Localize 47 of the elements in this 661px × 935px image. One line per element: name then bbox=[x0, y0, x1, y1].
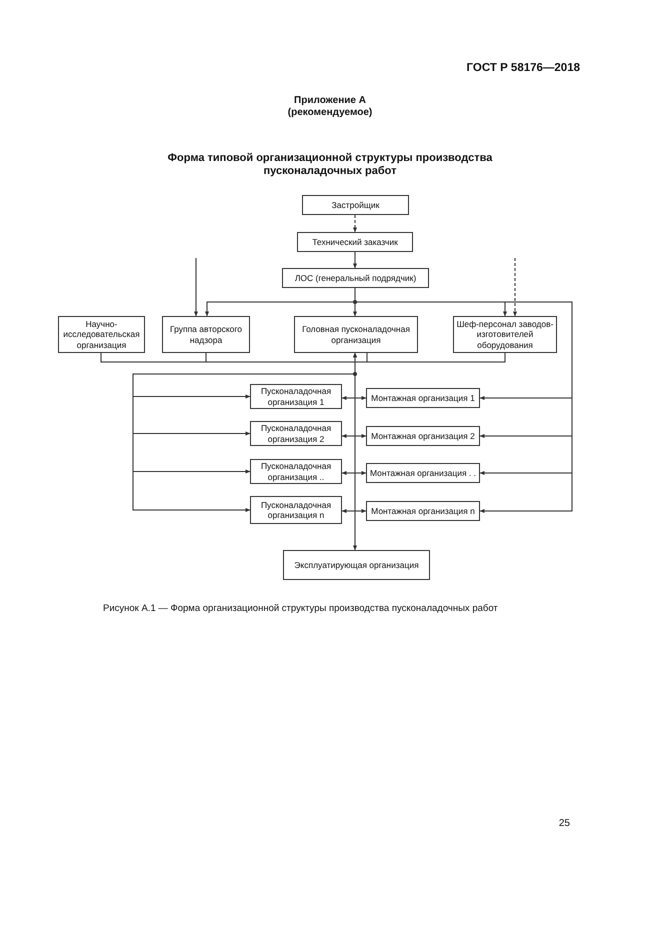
org-box bbox=[250, 459, 342, 484]
org-box bbox=[297, 232, 413, 252]
org-box bbox=[250, 421, 342, 446]
org-box bbox=[366, 463, 480, 483]
org-box bbox=[366, 388, 480, 408]
connector-arrow bbox=[353, 252, 357, 268]
org-box bbox=[282, 268, 429, 288]
box-text: Пусконаладочная организация n bbox=[260, 500, 332, 520]
org-box bbox=[302, 195, 409, 215]
connector-arrow bbox=[342, 509, 366, 513]
connector-arrow bbox=[513, 258, 517, 316]
appendix-heading: Приложение А bbox=[293, 95, 367, 106]
org-box bbox=[294, 316, 418, 353]
page-number: 25 bbox=[558, 818, 570, 829]
figure-caption: Рисунок А.1 — Форма организационной структуры производства пусконаладочных работ bbox=[103, 603, 499, 614]
box-text: Научно-исследовательская организация bbox=[62, 319, 141, 350]
box-text: Монтажная организация . . bbox=[370, 468, 476, 478]
box-text: Застройщик bbox=[332, 200, 380, 210]
org-box bbox=[250, 384, 342, 409]
box-text: Головная пусконаладочная организация bbox=[301, 324, 411, 345]
org-box bbox=[162, 316, 250, 353]
box-text: Технический заказчик bbox=[312, 236, 398, 248]
connector-arrow bbox=[194, 258, 198, 316]
box-text: Монтажная организация 2 bbox=[371, 430, 475, 442]
connector-arrow bbox=[353, 214, 357, 232]
box-text: Монтажная организация n bbox=[371, 506, 475, 516]
box-text: Группа авторского надзора bbox=[168, 324, 244, 345]
box-text: Эксплуатирующая организация bbox=[294, 560, 419, 570]
box-text: Пусконаладочная организация 2 bbox=[260, 423, 332, 444]
connector-arrow bbox=[353, 352, 368, 550]
connector-arrow bbox=[342, 434, 366, 438]
org-box bbox=[283, 550, 430, 580]
appendix-note: (рекомендуемое) bbox=[286, 107, 374, 118]
diagram-title: Форма типовой организационной структуры производства пусконаладочных работ bbox=[166, 152, 494, 178]
box-text: ЛОС (генеральный подрядчик) bbox=[294, 272, 416, 284]
connector-arrow bbox=[342, 396, 366, 400]
box-text: Пусконаладочная организация .. bbox=[260, 461, 332, 482]
document-number: ГОСТ Р 58176—2018 bbox=[466, 62, 580, 74]
box-text: Пусконаладочная организация 1 bbox=[260, 386, 332, 407]
box-text: Монтажная организация 1 bbox=[371, 392, 475, 404]
org-box bbox=[250, 496, 342, 524]
connector-arrow bbox=[353, 352, 506, 362]
connector-arrow bbox=[342, 471, 366, 475]
org-box bbox=[366, 426, 480, 446]
connector-arrow bbox=[206, 352, 357, 362]
box-text: Шеф-персонал заводов-изготовителей оборудования bbox=[456, 319, 554, 350]
org-box bbox=[366, 501, 480, 521]
